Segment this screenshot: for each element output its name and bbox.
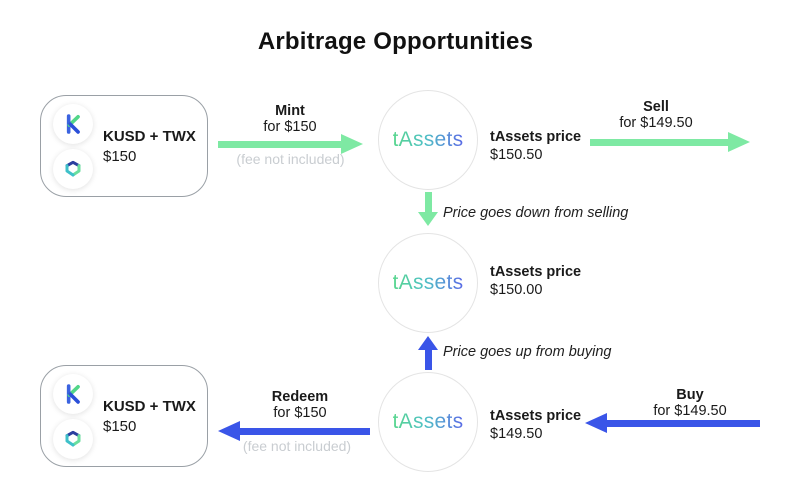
twx-icon [53,418,93,459]
buy-arrow-left-icon [585,413,760,433]
wallet-icons [53,103,93,189]
mint-flow-label: Mint for $150 [225,103,355,135]
mint-amount-label: for $150 [263,119,317,135]
buy-amount-label: for $149.50 [653,403,727,419]
price-title: tAssets price [490,408,582,424]
tassets-node-middle: tAssets [378,233,478,333]
sell-amount-label: for $149.50 [619,115,693,131]
sell-action-label: Sell [643,99,669,115]
mint-fee-note: (fee not included) [236,151,345,167]
price-value: $150.50 [490,147,543,163]
price-down-arrow-icon [418,192,438,226]
tassets-node-label: tAssets [392,271,464,294]
price-value: $149.50 [490,426,543,442]
sell-arrow-right-icon [590,132,750,152]
buy-flow-label: Buy for $149.50 [630,387,750,419]
tassets-node-top: tAssets [378,90,478,190]
redeem-fee-note: (fee not included) [242,438,352,454]
redeem-action-label: Redeem [271,389,329,405]
price-title: tAssets price [490,264,582,280]
wallet-value: $150 [103,147,137,165]
wallet-icons [53,373,93,459]
tassets-price-bottom: tAssets price $149.50 [490,408,581,442]
wallet-card-top: KUSD + TWX $150 [40,95,208,197]
wallet-card-bottom: KUSD + TWX $150 [40,365,208,467]
tassets-price-top: tAssets price $150.50 [490,129,581,163]
redeem-flow-label: Redeem for $150 [240,389,360,421]
price-up-caption: Price goes up from buying [443,344,612,360]
kusd-icon [53,103,93,144]
redeem-arrow-left-icon [218,421,370,441]
twx-icon [53,148,93,189]
wallet-value: $150 [103,417,137,435]
buy-action-label: Buy [676,387,704,403]
tassets-node-label: tAssets [392,128,464,151]
mint-action-label: Mint [275,103,305,119]
tassets-price-middle: tAssets price $150.00 [490,264,581,298]
price-title: tAssets price [490,129,582,145]
mint-arrow-right-icon [218,134,363,154]
tassets-node-label: tAssets [392,410,464,433]
page-title: Arbitrage Opportunities [257,28,534,55]
wallet-asset-label: KUSD + TWX [103,127,196,145]
redeem-amount-label: for $150 [273,405,327,421]
kusd-icon [53,373,93,414]
sell-flow-label: Sell for $149.50 [596,99,716,131]
tassets-node-bottom: tAssets [378,372,478,472]
wallet-asset-label: KUSD + TWX [103,397,196,415]
price-up-arrow-icon [418,336,438,370]
price-down-caption: Price goes down from selling [443,205,629,221]
price-value: $150.00 [490,282,543,298]
